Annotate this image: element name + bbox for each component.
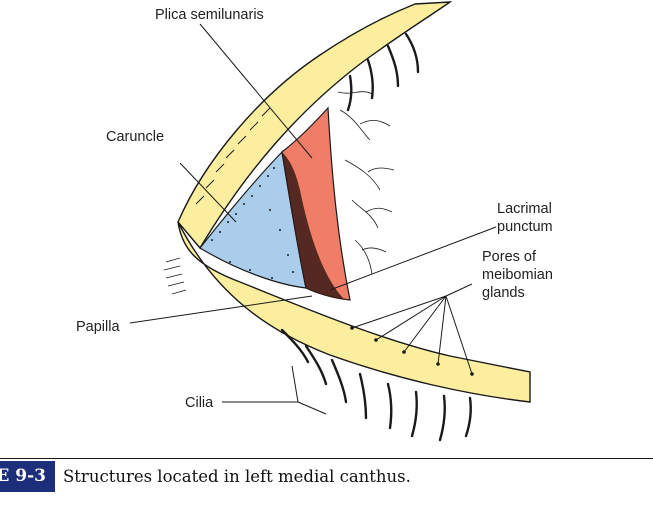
- label-lacrimal-line-1: Lacrimal: [497, 201, 552, 217]
- label-cilia: Cilia: [185, 395, 214, 411]
- upper-eyelid: [177, 1, 453, 250]
- label-pores-line-1: Pores of: [482, 249, 537, 265]
- medial-canthus-illustration: Plica semilunaris Caruncle Lacrimal punc…: [76, 1, 553, 442]
- label-caruncle: Caruncle: [106, 129, 164, 145]
- label-plica-semilunaris: Plica semilunaris: [155, 7, 264, 23]
- figure-caption: Structures located in left medial canthu…: [63, 467, 411, 486]
- figure-caption-bar: FIGURE 9-3 Structures located in left me…: [0, 458, 653, 495]
- leader-lines: [129, 23, 497, 415]
- conjunctival-vessels: [337, 91, 395, 275]
- label-pores-line-3: glands: [482, 285, 525, 301]
- label-lacrimal-line-2: punctum: [497, 219, 553, 235]
- caruncle-stipple: [211, 167, 294, 279]
- upper-lid-margin-texture: [195, 107, 271, 205]
- figure-number: FIGURE 9-3: [0, 466, 46, 486]
- papilla-hatching: [163, 257, 187, 295]
- lower-eyelid: [177, 221, 531, 403]
- plica-fold-shading: [282, 152, 345, 300]
- lower-cilia: [280, 328, 472, 442]
- upper-cilia: [346, 32, 420, 112]
- label-pores-line-2: meibomian: [482, 267, 553, 283]
- label-papilla: Papilla: [76, 319, 120, 335]
- figure-number-badge: FIGURE 9-3: [0, 461, 55, 492]
